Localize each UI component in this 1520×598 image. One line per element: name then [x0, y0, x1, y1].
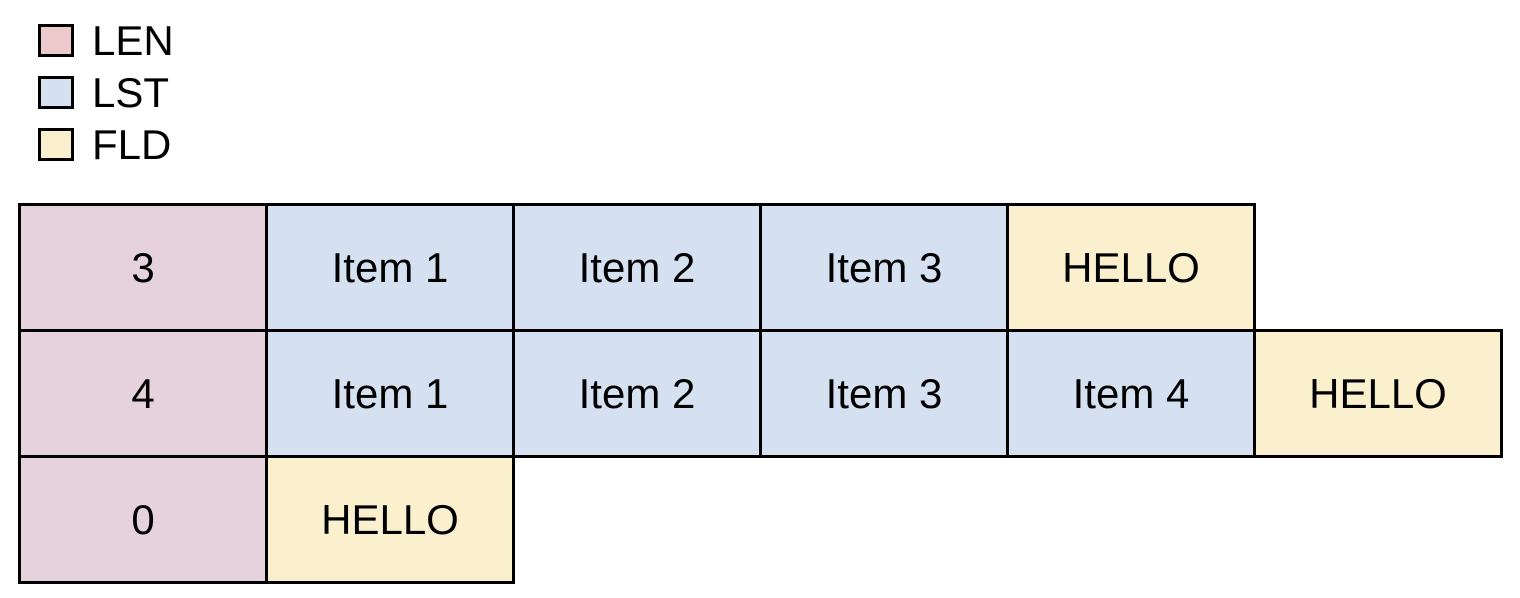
list-structure-diagram: 3 Item 1 Item 2 Item 3 HELLO 4 Item 1 It…: [18, 203, 1520, 598]
legend-item-lst: LST: [38, 71, 174, 113]
legend: LEN LST FLD: [38, 19, 174, 180]
cell-list-item: Item 1: [265, 203, 515, 332]
cell-list-item: Item 3: [759, 329, 1009, 458]
cell-len: 4: [18, 329, 268, 458]
cell-len: 3: [18, 203, 268, 332]
cell-field: HELLO: [1253, 329, 1503, 458]
legend-label-len: LEN: [92, 16, 174, 64]
cell-list-item: Item 3: [759, 203, 1009, 332]
lst-color-swatch: [38, 76, 74, 109]
legend-label-lst: LST: [92, 68, 170, 116]
cell-list-item: Item 2: [512, 203, 762, 332]
fld-color-swatch: [38, 128, 74, 161]
legend-item-len: LEN: [38, 19, 174, 61]
cell-list-item: Item 4: [1006, 329, 1256, 458]
cell-field: HELLO: [265, 455, 515, 584]
cell-list-item: Item 2: [512, 329, 762, 458]
cell-list-item: Item 1: [265, 329, 515, 458]
cell-field: HELLO: [1006, 203, 1256, 332]
legend-label-fld: FLD: [92, 120, 172, 168]
cell-len: 0: [18, 455, 268, 584]
len-color-swatch: [38, 24, 74, 57]
legend-item-fld: FLD: [38, 123, 174, 165]
